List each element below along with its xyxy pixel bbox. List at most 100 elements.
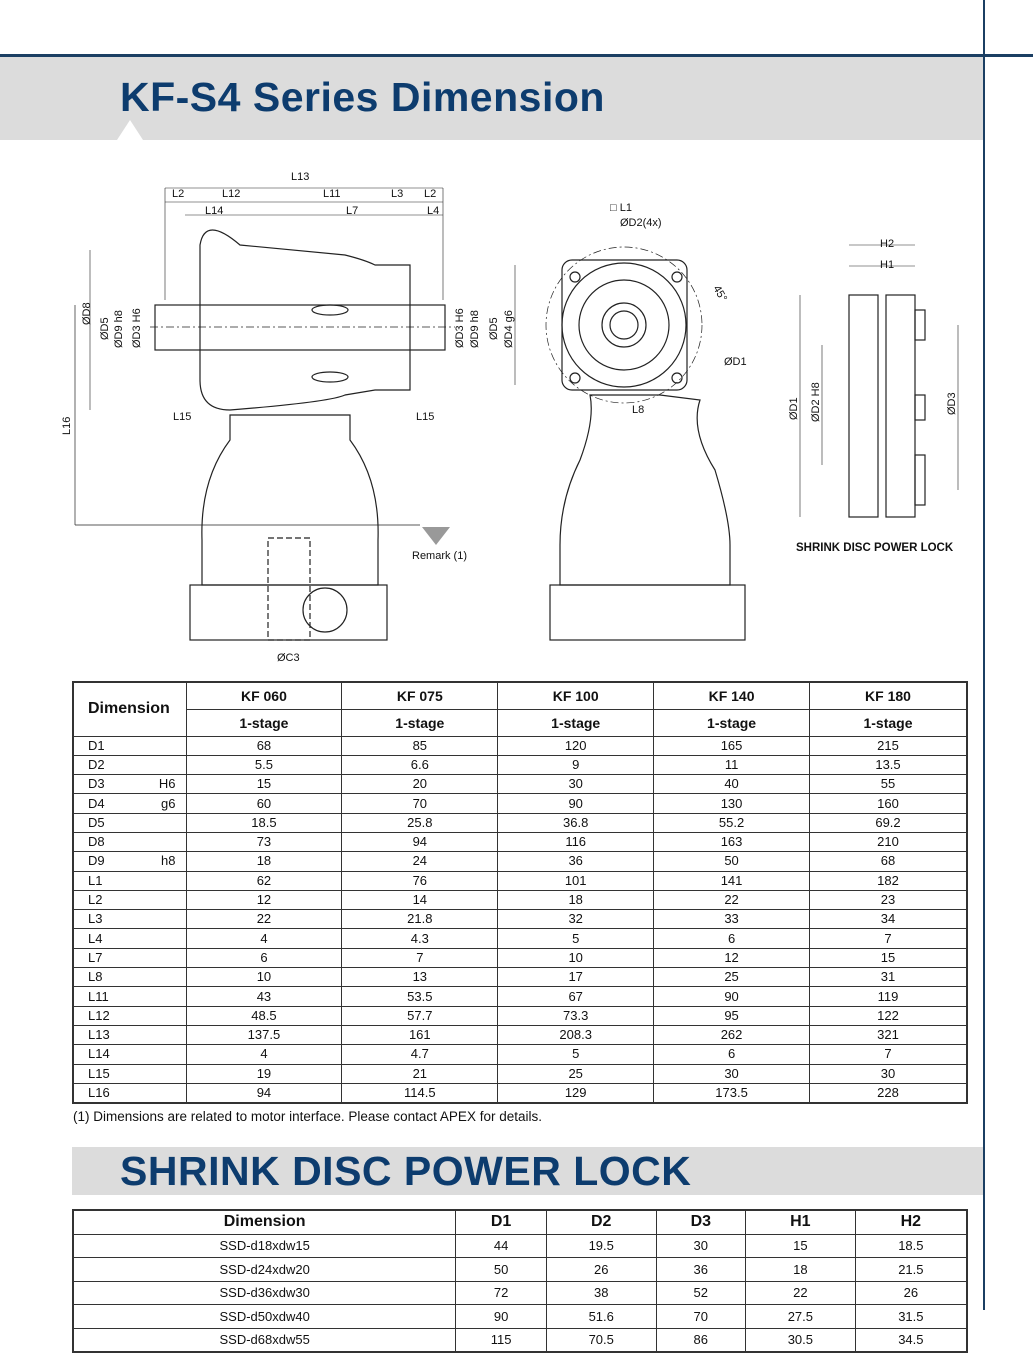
value-cell: 94 bbox=[185, 1082, 343, 1104]
dimension-cell: L2 bbox=[72, 889, 187, 911]
value-cell: 165 bbox=[653, 735, 810, 756]
value-cell: 30 bbox=[653, 1063, 810, 1084]
value-cell: 21 bbox=[341, 1063, 499, 1084]
value-cell: 7 bbox=[341, 947, 499, 969]
value-cell: 55 bbox=[809, 774, 968, 795]
model-cell: SSD-d50xdw40 bbox=[72, 1304, 457, 1329]
value-cell: 50 bbox=[455, 1257, 547, 1282]
top-rule bbox=[0, 54, 1033, 57]
dimension-table: Dimension KF 060 KF 075 KF 100 KF 140 KF… bbox=[72, 681, 968, 1104]
value-cell: 10 bbox=[497, 947, 655, 969]
dimension-name: L4 bbox=[88, 930, 103, 946]
dimension-cell: L12 bbox=[72, 1005, 187, 1026]
dimension-cell: L13 bbox=[72, 1024, 187, 1046]
section-band bbox=[72, 1147, 983, 1195]
dimension-cell: L3 bbox=[72, 909, 187, 930]
side-view bbox=[74, 187, 516, 641]
value-cell: 18.5 bbox=[185, 812, 343, 833]
dimension-name: L7 bbox=[88, 949, 103, 965]
tolerance: g6 bbox=[161, 795, 176, 811]
column-header: H1 bbox=[745, 1209, 856, 1235]
label-l16: L16 bbox=[61, 417, 73, 435]
dimension-cell: D2 bbox=[72, 754, 187, 776]
value-cell: 21.8 bbox=[341, 909, 499, 930]
shrink-disc-labels: H2 H1 ØD1 ØD2 H8 ØD3 SHRINK DISC POWER L… bbox=[788, 238, 958, 554]
value-cell: 26 bbox=[545, 1257, 657, 1282]
dimension-name: L16 bbox=[88, 1084, 110, 1100]
dimension-name: L14 bbox=[88, 1046, 110, 1062]
value-cell: 30 bbox=[655, 1233, 747, 1259]
value-cell: 22 bbox=[745, 1280, 856, 1306]
value-cell: 182 bbox=[809, 870, 968, 891]
value-cell: 25.8 bbox=[341, 812, 499, 833]
value-cell: 122 bbox=[809, 1005, 968, 1026]
dimension-name: L11 bbox=[88, 988, 109, 1004]
value-cell: 321 bbox=[809, 1024, 968, 1046]
dimension-cell: L11 bbox=[72, 986, 187, 1007]
value-cell: 94 bbox=[341, 831, 499, 853]
label-d9: ØD9 h8 bbox=[113, 310, 125, 348]
value-cell: 32 bbox=[497, 909, 655, 930]
label-l4: L4 bbox=[427, 205, 439, 217]
value-cell: 70 bbox=[655, 1304, 747, 1329]
value-cell: 137.5 bbox=[185, 1024, 343, 1046]
value-cell: 215 bbox=[809, 735, 968, 756]
value-cell: 38 bbox=[545, 1280, 657, 1306]
label-l7: L7 bbox=[346, 205, 358, 217]
value-cell: 34.5 bbox=[854, 1327, 968, 1353]
side-view-labels: L13 L2 L12 L11 L3 L2 L14 L7 L4 ØD8 ØD5 Ø… bbox=[61, 171, 515, 664]
dimension-cell: D1 bbox=[72, 735, 187, 756]
front-view-labels: □ L1 ØD2(4x) 45° ØD1 L8 bbox=[610, 202, 747, 416]
value-cell: 68 bbox=[185, 735, 343, 756]
value-cell: 5 bbox=[497, 1044, 655, 1065]
value-cell: 4 bbox=[185, 928, 343, 949]
value-cell: 67 bbox=[497, 986, 655, 1007]
model-header: KF 075 bbox=[341, 681, 499, 710]
value-cell: 90 bbox=[653, 986, 810, 1007]
value-cell: 120 bbox=[497, 735, 655, 756]
label-d2-4x: ØD2(4x) bbox=[620, 217, 662, 229]
value-cell: 40 bbox=[653, 774, 810, 795]
value-cell: 52 bbox=[655, 1280, 747, 1306]
dimension-name: L12 bbox=[88, 1007, 110, 1023]
dimension-name: D2 bbox=[88, 756, 105, 772]
title-band bbox=[0, 57, 983, 140]
value-cell: 5.5 bbox=[185, 754, 343, 776]
value-cell: 173.5 bbox=[653, 1082, 810, 1104]
value-cell: 30.5 bbox=[745, 1327, 856, 1353]
dimension-name: D1 bbox=[88, 737, 105, 753]
stage-header: 1-stage bbox=[185, 708, 343, 737]
dimension-cell: L4 bbox=[72, 928, 187, 949]
value-cell: 68 bbox=[809, 851, 968, 872]
dimension-name: L2 bbox=[88, 892, 103, 908]
dimension-drawing: L13 L2 L12 L11 L3 L2 L14 L7 L4 ØD8 ØD5 Ø… bbox=[61, 171, 959, 664]
footnote: (1) Dimensions are related to motor inte… bbox=[73, 1109, 542, 1124]
value-cell: 57.7 bbox=[341, 1005, 499, 1026]
value-cell: 160 bbox=[809, 793, 968, 814]
value-cell: 4.7 bbox=[341, 1044, 499, 1065]
value-cell: 43 bbox=[185, 986, 343, 1007]
remark-label: Remark (1) bbox=[412, 550, 467, 562]
value-cell: 18 bbox=[497, 889, 655, 911]
label-45deg: 45° bbox=[710, 284, 729, 304]
value-cell: 163 bbox=[653, 831, 810, 853]
dimension-name: D3 bbox=[88, 776, 105, 792]
tolerance: H6 bbox=[158, 776, 176, 792]
stage-header: 1-stage bbox=[341, 708, 499, 737]
label-d8: ØD8 bbox=[81, 302, 93, 325]
value-cell: 11 bbox=[653, 754, 810, 776]
